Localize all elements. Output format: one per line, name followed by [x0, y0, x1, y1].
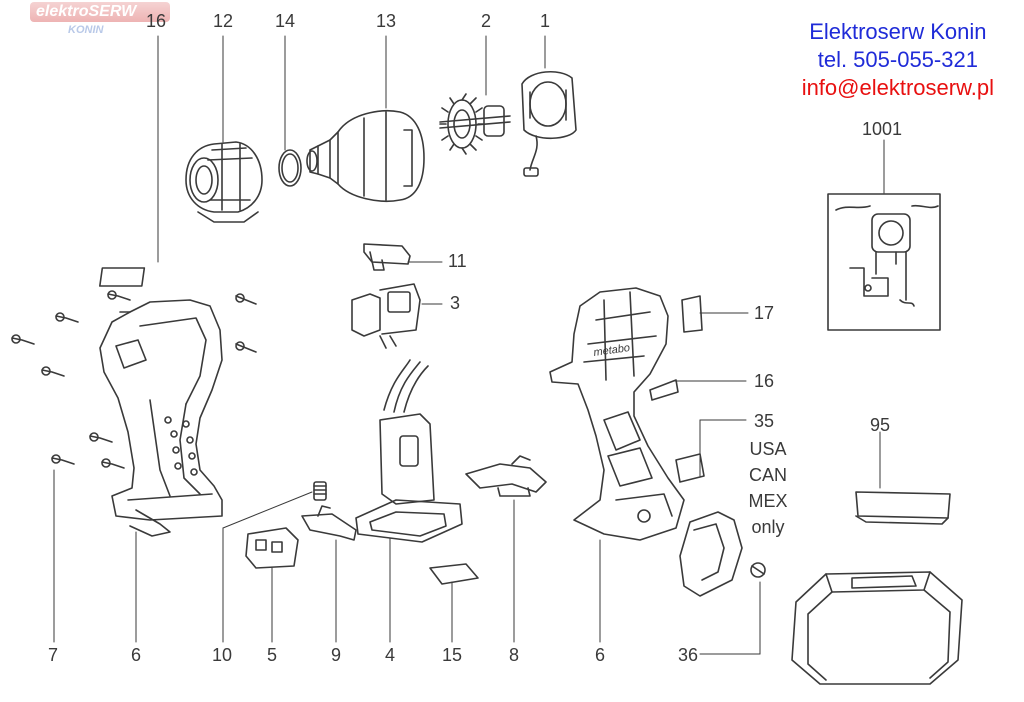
- region-note: USA CAN MEX only: [746, 436, 790, 540]
- label-part-7: 7: [48, 645, 59, 665]
- label-part-6-right: 6: [595, 645, 606, 665]
- region-note-line-4: only: [751, 517, 785, 537]
- label-part-5: 5: [267, 645, 278, 665]
- email-address: info@elektroserw.pl: [801, 75, 994, 100]
- contact-block: Elektroserw Konin tel. 505-055-321 info@…: [802, 18, 994, 102]
- part-12-nose-cap: [185, 141, 263, 223]
- label-part-1001: 1001: [862, 119, 903, 139]
- watermark-brand: elektroSERW: [36, 3, 137, 20]
- part-35-label: [675, 453, 705, 483]
- part-16-label-strip: [98, 267, 146, 287]
- label-part-36: 36: [678, 645, 699, 665]
- region-note-line-3: MEX: [748, 491, 788, 511]
- part-11-switch-slide: [363, 243, 411, 271]
- region-note-line-2: CAN: [748, 465, 787, 485]
- part-13-gear-housing: [306, 110, 425, 203]
- watermark-city: KONIN: [68, 24, 104, 36]
- company-name: Elektroserw Konin: [809, 19, 987, 44]
- part-10-spring: [313, 481, 327, 501]
- watermark-logo: elektroSERW KONIN: [30, 2, 170, 40]
- label-part-4: 4: [385, 645, 396, 665]
- label-part-12: 12: [213, 11, 234, 31]
- label-part-35: 35: [754, 411, 775, 431]
- label-part-8: 8: [509, 645, 520, 665]
- label-part-15: 15: [442, 645, 463, 665]
- label-part-13: 13: [376, 11, 397, 31]
- label-part-3: 3: [450, 293, 461, 313]
- part-3-switch: [351, 283, 421, 349]
- label-part-14: 14: [275, 11, 296, 31]
- label-part-16-top: 16: [146, 11, 167, 31]
- part-15-insulation-sheet: [429, 563, 479, 585]
- leader-lines: [53, 35, 885, 655]
- part-36-side-cover: [679, 511, 766, 597]
- label-part-17: 17: [754, 303, 775, 323]
- part-2-rotor: [439, 93, 511, 155]
- watermark-logo-plate: [30, 2, 170, 22]
- phone-number: tel. 505-055-321: [817, 47, 978, 72]
- label-part-95: 95: [870, 415, 891, 435]
- part-1-stator: [521, 71, 577, 177]
- part-9-clip: [301, 505, 357, 541]
- label-part-1: 1: [540, 11, 551, 31]
- label-part-11: 11: [448, 251, 467, 271]
- part-14-snap-ring: [278, 149, 302, 187]
- part-4-electronics: [355, 359, 463, 543]
- part-8-bracket: [465, 455, 547, 497]
- label-part-2: 2: [481, 11, 492, 31]
- label-part-10: 10: [212, 645, 233, 665]
- housing-brand-text: metabo: [593, 342, 631, 359]
- part-17-label: [681, 295, 703, 333]
- part-6-left-housing: [99, 299, 223, 537]
- part-6-right-housing: metabo: [549, 287, 685, 541]
- region-note-line-1: USA: [749, 439, 787, 459]
- label-part-6-left: 6: [131, 645, 142, 665]
- part-7-screws: [11, 290, 257, 469]
- part-16-right-label-strip: [649, 379, 679, 401]
- part-95-battery: [791, 491, 963, 685]
- label-part-9: 9: [331, 645, 342, 665]
- label-part-16-right: 16: [754, 371, 775, 391]
- part-1001-wiring-inset: [827, 193, 941, 331]
- part-5-led-module: [245, 527, 299, 569]
